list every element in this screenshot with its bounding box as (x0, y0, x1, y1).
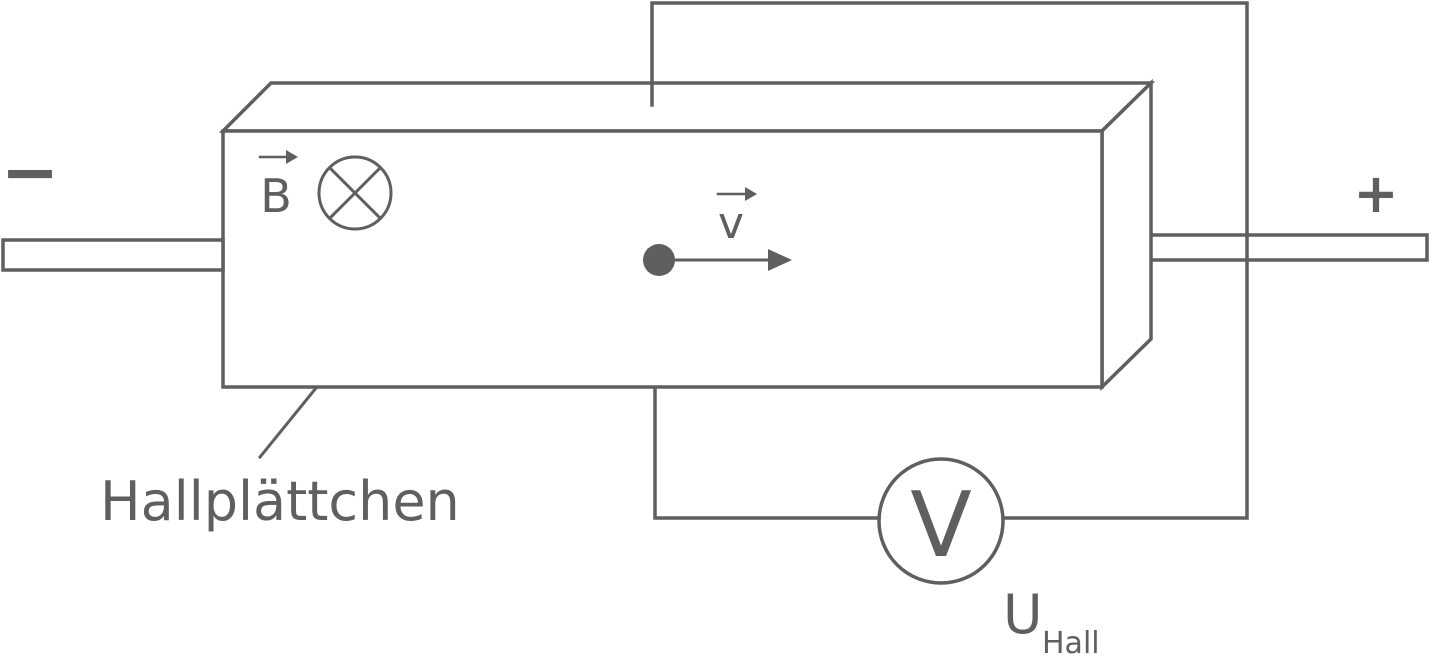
circle-x-into-page-icon (317, 155, 393, 231)
velocity-label: v (718, 198, 744, 249)
voltmeter-label: V (910, 473, 972, 578)
positive-terminal-label: + (1353, 162, 1398, 225)
b-vector-arrowhead (286, 150, 298, 164)
hall-voltage-subscript: Hall (1042, 626, 1100, 661)
wire-bottom-to-voltmeter (653, 386, 881, 520)
plate-label: Hallplättchen (100, 470, 460, 533)
right-contact-bar (1118, 233, 1429, 262)
plate-side-face (1100, 78, 1153, 392)
voltmeter-circle (877, 457, 1005, 585)
b-field-label: B (260, 169, 292, 223)
negative-terminal-label: − (1, 131, 60, 213)
plate-top-face (218, 81, 1156, 133)
plate-pointer-line (257, 385, 319, 460)
wire-top-loop (650, 1, 1249, 520)
left-contact-bar (1, 238, 225, 272)
velocity-arrowhead (768, 249, 792, 271)
hall-voltage-label: U (1003, 583, 1043, 646)
v-vector-arrowhead (745, 187, 757, 201)
filled-dot-icon (643, 244, 675, 276)
